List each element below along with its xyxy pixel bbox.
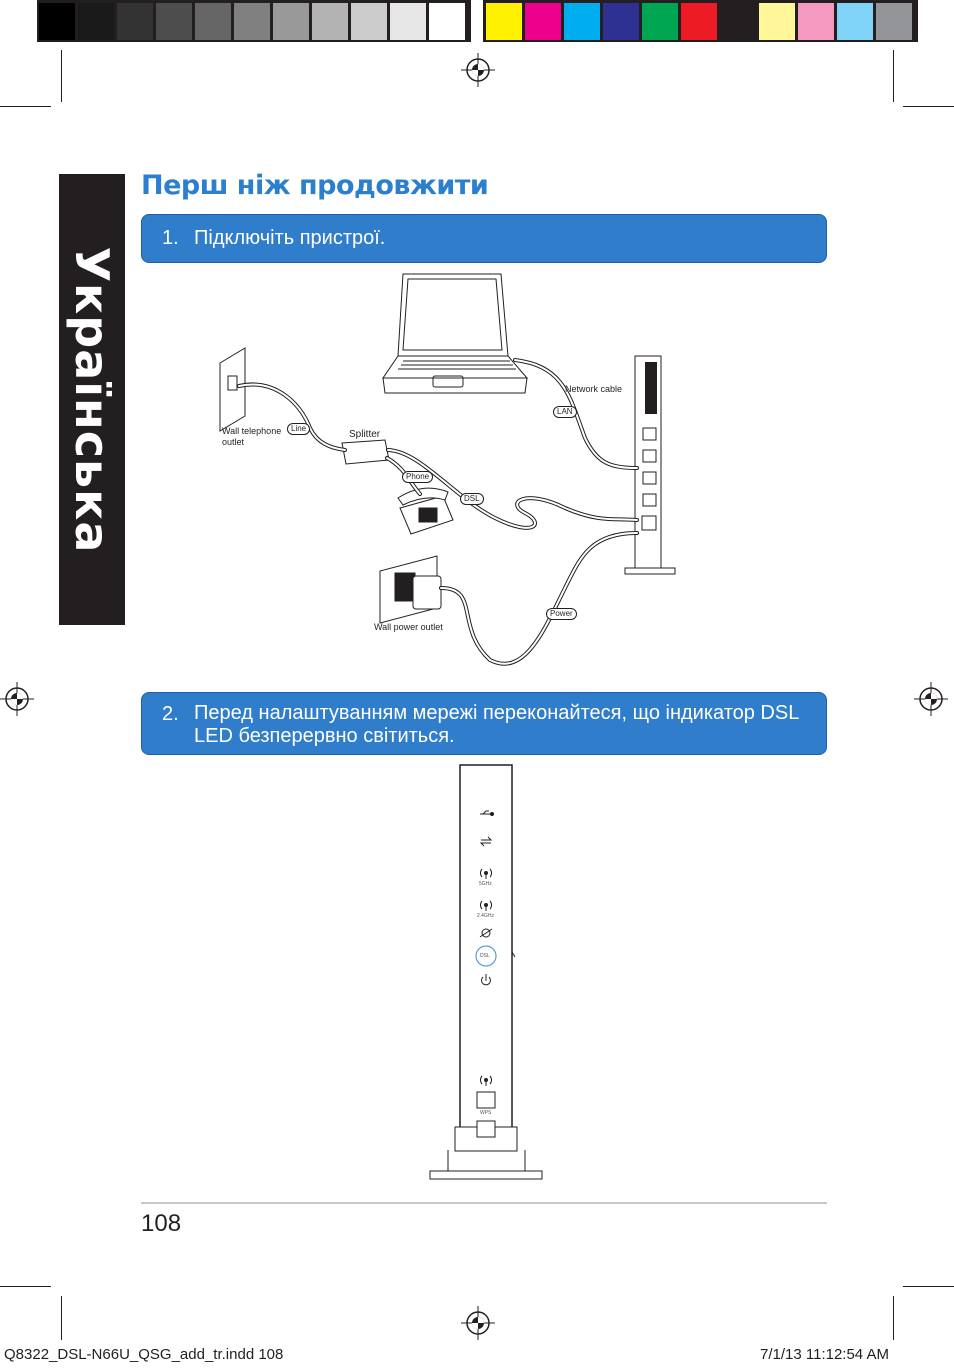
language-label: Українська: [65, 246, 119, 553]
reset-button: [476, 1120, 496, 1138]
crop-mark: [893, 50, 894, 102]
color-swatch: [234, 3, 270, 40]
crop-mark: [893, 1296, 894, 1340]
dsl-led-ring: [475, 945, 497, 967]
led-24ghz-label: 2.4GHz: [477, 913, 494, 919]
color-swatch: [351, 3, 387, 40]
registration-mark-top: [461, 53, 495, 87]
file-info-slug: Q8322_DSL-N66U_QSG_add_tr.indd 108: [4, 1346, 284, 1363]
led-dsl-label: DSL: [480, 953, 490, 959]
color-swatch: [390, 3, 426, 40]
step-1-number: 1.: [162, 227, 179, 249]
wifi-24g-icon: [480, 900, 492, 911]
color-swatch: [642, 3, 678, 40]
color-swatch: [39, 3, 75, 40]
color-swatch: [273, 3, 309, 40]
internet-icon: [479, 928, 493, 938]
step-1-bar: 1. Підключіть пристрої.: [141, 214, 827, 263]
power-label: Power: [546, 608, 577, 620]
color-swatch: [156, 3, 192, 40]
registration-mark-bottom: [461, 1306, 495, 1340]
connection-diagram: [219, 273, 676, 666]
wifi-5g-icon: [480, 868, 492, 879]
phone-label: Phone: [402, 471, 434, 483]
lan-label: LAN: [553, 406, 577, 418]
crop-mark: [0, 1286, 51, 1287]
color-swatch: [681, 3, 717, 40]
language-side-tab: Українська: [59, 174, 125, 625]
page-title: Перш ніж продовжити: [141, 170, 489, 201]
color-swatch: [429, 3, 465, 40]
color-swatch: [525, 3, 561, 40]
color-swatch: [117, 3, 153, 40]
page-number: 108: [141, 1210, 182, 1237]
power-icon: [481, 974, 491, 986]
usb-icon: [480, 810, 494, 816]
wps-button: [476, 1091, 496, 1109]
footer-rule: [141, 1202, 827, 1204]
led-wps-label: WPS: [480, 1110, 492, 1116]
router-front-illustration: [429, 764, 543, 1180]
registration-mark-right: [914, 682, 948, 716]
color-swatch: [78, 3, 114, 40]
wps-wifi-icon: [480, 1075, 492, 1086]
step-2-text: Перед налаштуванням мережі переконайтеся…: [194, 702, 799, 747]
wall-telephone-label: Wall telephone: [222, 426, 282, 436]
line-label: Line: [287, 423, 311, 435]
timestamp-slug: 7/1/13 11:12:54 AM: [760, 1346, 889, 1363]
splitter-label: Splitter: [349, 429, 381, 440]
step-1-text: Підключіть пристрої.: [194, 227, 386, 249]
step-2-bar: 2. Перед налаштуванням мережі переконайт…: [141, 692, 827, 755]
color-swatch: [195, 3, 231, 40]
splitter-illustration: [341, 439, 390, 465]
color-swatch: [603, 3, 639, 40]
laptop-illustration: [382, 273, 529, 394]
crop-mark: [61, 1296, 62, 1340]
color-swatch: [798, 3, 834, 40]
registration-mark-left: [0, 682, 34, 716]
network-cable-label: Network cable: [565, 384, 623, 394]
wall-telephone-label-outlet: outlet: [222, 437, 245, 447]
color-swatch: [720, 3, 756, 40]
color-swatch: [837, 3, 873, 40]
router-side-illustration: [624, 355, 676, 575]
color-swatch: [759, 3, 795, 40]
crop-mark: [903, 106, 954, 107]
led-5ghz-label: 5GHz: [479, 881, 492, 887]
color-swatch: [564, 3, 600, 40]
color-swatch: [312, 3, 348, 40]
power-adapter-illustration: [379, 555, 442, 624]
crop-mark: [0, 106, 51, 107]
telephone-illustration: [397, 487, 454, 535]
step-2-number: 2.: [162, 703, 179, 725]
crop-mark: [61, 50, 62, 102]
wall-phone-outlet-illustration: [219, 347, 246, 432]
wall-power-outlet-label: Wall power outlet: [374, 622, 443, 632]
dsl-label: DSL: [460, 493, 484, 505]
color-swatch: [876, 3, 912, 40]
crop-mark: [903, 1286, 954, 1287]
lan-port-icon: [479, 836, 493, 847]
color-swatch: [486, 3, 522, 40]
